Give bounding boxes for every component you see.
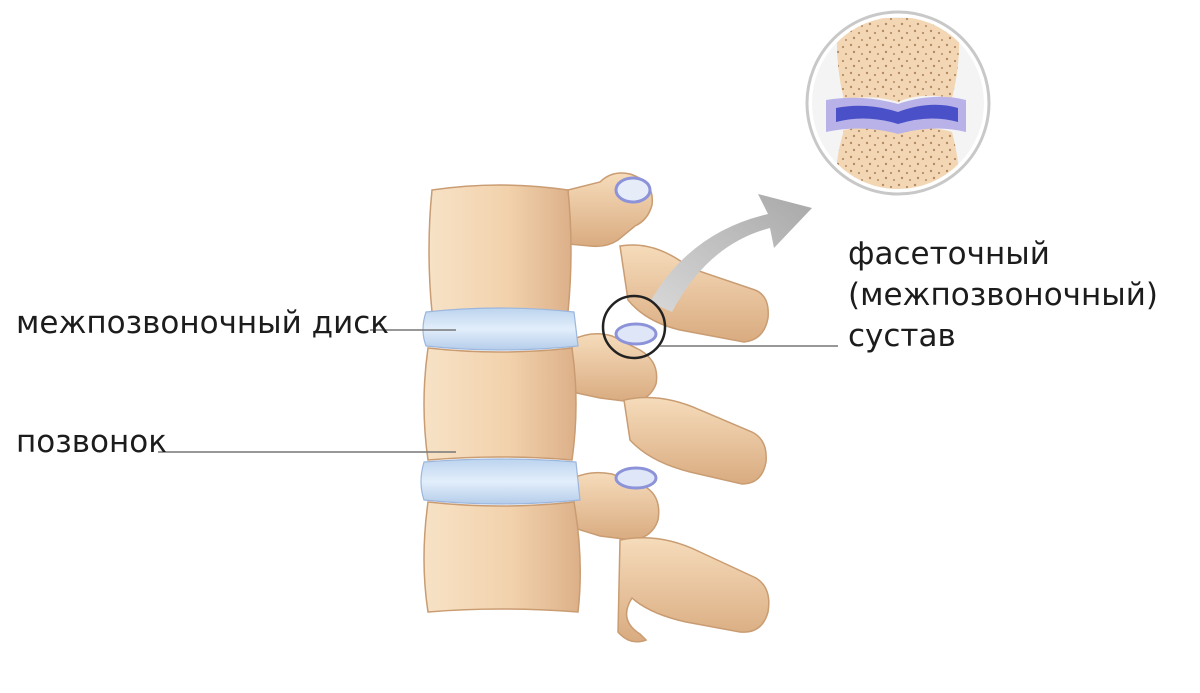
spinous-process-middle — [623, 396, 767, 485]
articular-facet-cap — [614, 176, 652, 204]
disc-lower — [420, 458, 581, 505]
zoom-arrow — [650, 194, 812, 312]
facet-joint-lower — [614, 466, 658, 490]
inset-joint-space — [836, 104, 958, 124]
leader-lines — [158, 329, 838, 453]
spinous-process-lower — [617, 536, 770, 643]
facet-joint-inset — [805, 10, 991, 196]
label-facet-line1: фасеточный — [848, 236, 1050, 272]
label-vertebra: позвонок — [16, 424, 167, 460]
disc-upper — [422, 307, 579, 351]
facet-joint-highlight-circle — [601, 294, 667, 360]
spinous-process-upper — [619, 244, 769, 343]
facet-joint-small — [614, 322, 658, 346]
vertebral-bodies — [423, 184, 581, 613]
label-intervertebral-disc: межпозвоночный диск — [16, 305, 389, 341]
label-facet-joint: фасеточный (межпозвоночный) сустав — [848, 234, 1158, 357]
vertebra-middle — [423, 347, 577, 461]
label-facet-line2: (межпозвоночный) — [848, 277, 1158, 313]
vertebral-processes — [567, 172, 770, 643]
intervertebral-discs — [420, 307, 581, 505]
label-facet-line3: сустав — [848, 318, 956, 354]
vertebra-top — [428, 184, 572, 313]
vertebra-bottom — [423, 501, 581, 613]
